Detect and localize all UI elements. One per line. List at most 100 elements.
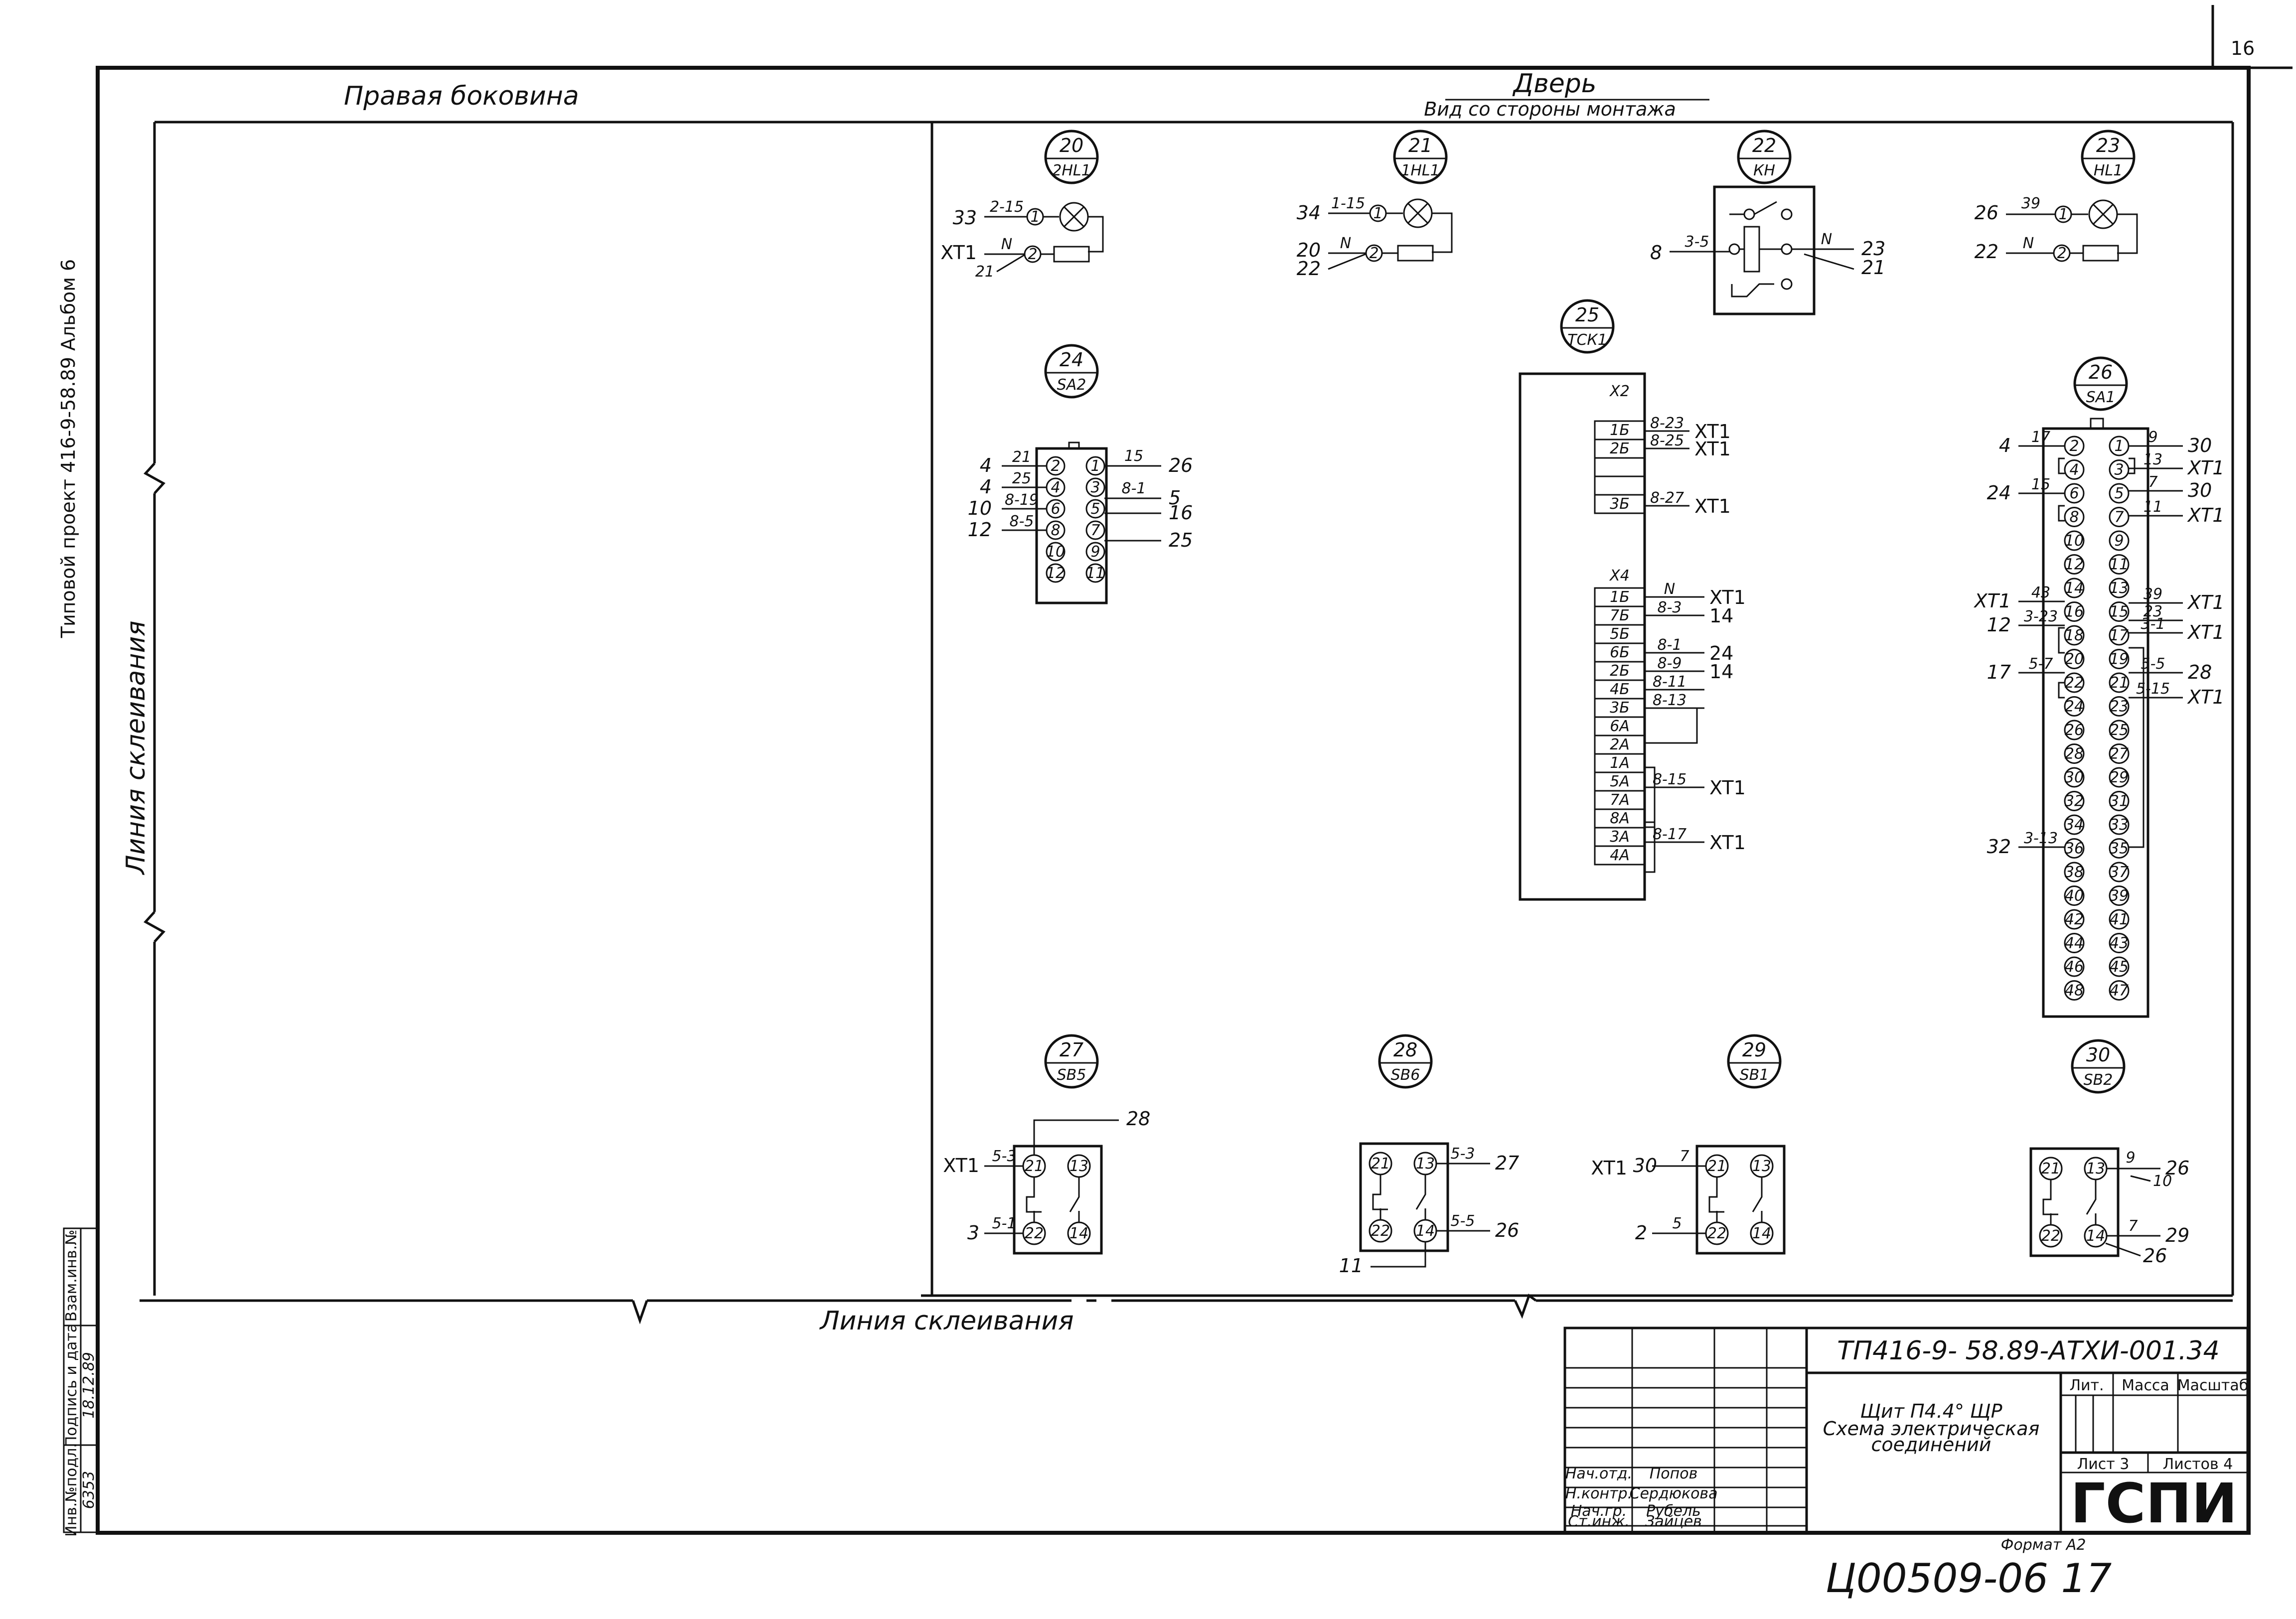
tsk-wire-label: 8-17 — [1653, 826, 1686, 843]
sa1-pin: 28 — [2065, 745, 2084, 763]
sa2-wire-dest: 12 — [968, 519, 992, 541]
sa1-pin: 44 — [2065, 935, 2084, 952]
sa1-pin-circle — [2109, 649, 2130, 669]
sa1-pin: 8 — [2069, 509, 2079, 526]
tsk-x4-cell — [1594, 845, 1646, 866]
button-wire-dest: 29 — [2165, 1224, 2189, 1246]
svg-text:21: 21 — [1408, 135, 1432, 156]
sa1-pin-circle — [2109, 601, 2130, 622]
sa2-wire-dest: 5 — [1169, 487, 1181, 509]
sa1-pin: 14 — [2065, 580, 2084, 597]
tsk-wire-label: 8-27 — [1650, 489, 1684, 507]
sa1-pin: 17 — [2110, 627, 2129, 644]
svg-text:N: N — [1821, 231, 1832, 248]
sa1-wire-dest: 30 — [2188, 435, 2212, 456]
tsk-x2-cell — [1594, 457, 1646, 477]
sa1-pin: 29 — [2110, 769, 2129, 786]
sa2-pin: 11 — [1086, 565, 1105, 582]
sa2-pin: 8 — [1051, 522, 1060, 539]
svg-text:SB1: SB1 — [1740, 1066, 1769, 1084]
button-pin: 14 — [1070, 1225, 1088, 1242]
sa1-pin-circle — [2064, 507, 2085, 527]
sa1-pin-circle — [2064, 909, 2085, 930]
sa1-pin-circle — [2064, 601, 2085, 622]
svg-text:SB6: SB6 — [1391, 1066, 1420, 1084]
sa1-wire-dest: XT1 — [2187, 686, 2224, 708]
button-contact-nc — [1026, 1177, 1042, 1222]
tsk-x4-label: 4Б — [1610, 681, 1630, 698]
svg-text:SB2: SB2 — [2084, 1071, 2113, 1089]
sa2-pin: 2 — [1051, 457, 1060, 475]
sa2-wire-label: 21 — [1012, 448, 1031, 466]
sa1-pin-circle — [2064, 720, 2085, 740]
tsk-wire-label: 8-25 — [1650, 432, 1684, 449]
sa1-jumper — [2129, 647, 2144, 848]
svg-text:20: 20 — [1060, 135, 1083, 156]
button-wire-dest: XT1 — [1591, 1157, 1627, 1179]
sa1-pin: 34 — [2065, 816, 2084, 834]
sa1-pin: 5 — [2114, 485, 2124, 502]
svg-text:39: 39 — [2021, 195, 2040, 212]
svg-text:20: 20 — [1297, 239, 1321, 261]
svg-text:28: 28 — [1393, 1039, 1417, 1061]
stamp-inv-value: 6353 — [80, 1471, 98, 1509]
sa1-pin: 32 — [2065, 793, 2084, 810]
sa2-wire-dest: 26 — [1169, 454, 1193, 476]
sa2-pin-circle — [1085, 520, 1105, 540]
button-wire-dest: 28 — [1126, 1108, 1150, 1130]
tsk-wire-dest: XT1 — [1709, 832, 1746, 854]
button-pin: 22 — [2041, 1227, 2060, 1245]
sa1-pin: 35 — [2110, 840, 2129, 858]
button-pin: 13 — [1752, 1158, 1771, 1175]
left-panel-title: Правая боковина — [344, 81, 579, 111]
svg-text:1: 1 — [1373, 205, 1382, 222]
tsk-wire-dest: XT1 — [1694, 495, 1731, 517]
sa1-pin-circle — [2064, 743, 2085, 764]
sa2-pin: 6 — [1051, 500, 1060, 518]
button-wire-label: 7 — [2128, 1217, 2138, 1235]
left-stamp — [63, 1227, 99, 1533]
tsk-wire-label: 8-13 — [1653, 692, 1686, 709]
button-pin: 14 — [1752, 1225, 1771, 1242]
button-pin: 21 — [2041, 1160, 2060, 1177]
sa1-pin: 22 — [2065, 674, 2084, 692]
vertical-glue-line-label: Линия склеивания — [121, 620, 151, 875]
sa1-pin: 36 — [2065, 840, 2084, 858]
button-wire-dest: 26 — [2165, 1157, 2189, 1179]
svg-text:26: 26 — [1975, 202, 1998, 224]
sa1-pin: 21 — [2110, 674, 2129, 692]
sa1-wire-dest: XT1 — [2187, 591, 2224, 613]
tsk-wire-dest: XT1 — [1694, 421, 1731, 442]
sa1-pin-circle — [2109, 885, 2130, 906]
tsk-x4-label: 3А — [1610, 828, 1630, 846]
tsk-x4-label: 1А — [1610, 754, 1630, 772]
sa1-pin-circle — [2109, 791, 2130, 811]
sa1-wire-label: 5-7 — [2029, 655, 2053, 673]
sa1-pin-circle — [2109, 720, 2130, 740]
sa1-pin-circle — [2064, 980, 2085, 1001]
svg-text:1-15: 1-15 — [1331, 195, 1365, 212]
svg-text:21: 21 — [975, 263, 994, 281]
organization-logo-text: ГСПИ — [2071, 1472, 2238, 1535]
button-body — [1013, 1145, 1103, 1255]
relay-kn: 8 3-5 N 23 21 — [1650, 185, 1885, 315]
svg-text:N: N — [1001, 236, 1012, 253]
svg-text:8: 8 — [1650, 242, 1662, 264]
button-wire-dest: 27 — [1495, 1152, 1519, 1174]
sa1-pin: 7 — [2114, 509, 2124, 526]
device-bubble-25: 25 ТСК1 — [1560, 299, 1615, 354]
svg-text:SA1: SA1 — [2086, 389, 2116, 406]
button-contact-no — [1415, 1175, 1426, 1220]
col-lit: Лит. — [2069, 1377, 2104, 1394]
button-pin: 13 — [2086, 1160, 2105, 1177]
sa1-pin-circle — [2109, 554, 2130, 575]
stamp-replace-label: Взам.инв.№ — [63, 1230, 80, 1322]
tsk-wire-dest: XT1 — [1694, 438, 1731, 460]
sa2-wire-dest: 16 — [1169, 502, 1193, 524]
lamp-1hl1: 34 1-15 1 20 N 22 2 — [1297, 195, 1453, 280]
tsk-jumper — [1645, 707, 1698, 744]
button-wire-label: 5-5 — [1451, 1212, 1475, 1230]
